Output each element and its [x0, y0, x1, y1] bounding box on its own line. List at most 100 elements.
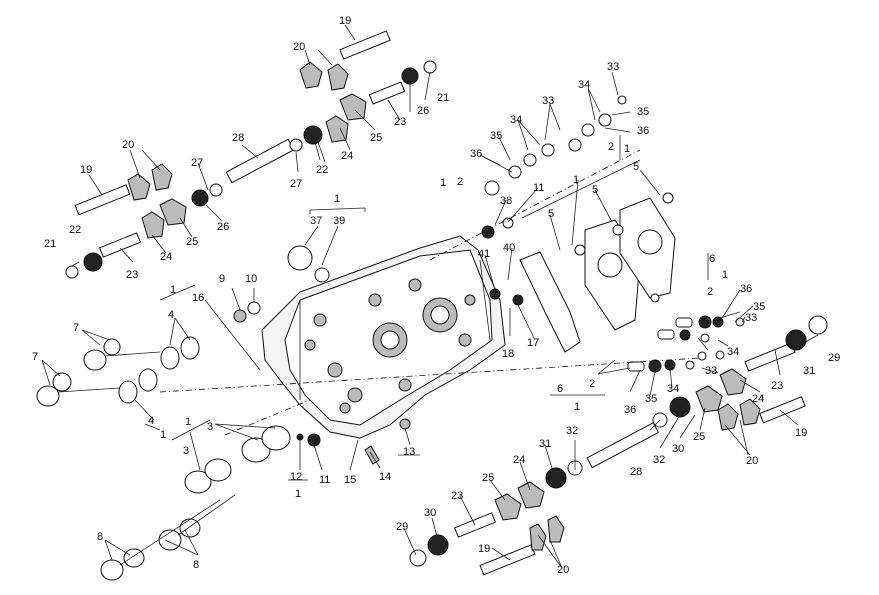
label-36: 36	[637, 125, 649, 137]
label-7: 7	[73, 322, 79, 334]
label-20: 20	[122, 139, 134, 151]
label-41: 41	[478, 248, 490, 260]
label-2: 2	[707, 286, 713, 298]
label-20: 20	[293, 41, 305, 53]
label-24: 24	[752, 393, 764, 405]
label-23: 23	[394, 116, 406, 128]
centerline-c	[429, 149, 641, 261]
leader-lines	[41, 24, 819, 569]
upper-rocker-assembly	[65, 30, 437, 279]
label-1: 1	[160, 429, 166, 441]
label-21: 21	[437, 92, 449, 104]
label-1: 1	[574, 401, 580, 413]
label-6: 6	[709, 253, 715, 265]
label-1: 1	[334, 193, 340, 205]
label-19: 19	[795, 427, 807, 439]
label-19: 19	[339, 15, 351, 27]
label-11: 11	[533, 182, 544, 194]
label-2: 2	[457, 176, 463, 188]
label-23: 23	[771, 380, 783, 392]
label-7: 7	[32, 351, 38, 363]
label-37: 37	[310, 215, 322, 227]
label-6: 6	[557, 383, 563, 395]
label-32: 32	[653, 454, 665, 466]
label-31: 31	[539, 438, 551, 450]
label-34: 34	[667, 383, 679, 395]
label-23: 23	[451, 490, 463, 502]
label-13: 13	[403, 446, 415, 458]
label-21: 21	[44, 238, 56, 250]
label-20: 20	[746, 455, 758, 467]
label-34: 34	[578, 79, 590, 91]
label-34: 34	[510, 114, 522, 126]
label-29: 29	[396, 521, 408, 533]
label-1: 1	[624, 143, 630, 155]
label-2: 2	[608, 141, 614, 153]
label-19: 19	[478, 543, 490, 555]
label-30: 30	[424, 507, 436, 519]
label-1: 1	[573, 174, 579, 186]
label-15: 15	[344, 474, 356, 486]
label-35: 35	[490, 130, 502, 142]
label-11: 11	[319, 474, 330, 486]
label-28: 28	[630, 466, 642, 478]
label-4: 4	[148, 415, 154, 427]
label-24: 24	[341, 150, 353, 162]
label-1: 1	[722, 269, 728, 281]
label-19: 19	[80, 164, 92, 176]
label-25: 25	[370, 132, 382, 144]
part-labels: 19 20 21 26 23 25 24 22 27 28 20 19 27 2…	[32, 15, 840, 576]
label-25: 25	[482, 472, 494, 484]
label-2: 2	[589, 378, 595, 390]
label-35: 35	[645, 393, 657, 405]
label-24: 24	[160, 251, 172, 263]
label-40: 40	[503, 242, 515, 254]
label-5: 5	[592, 184, 598, 196]
label-29: 29	[828, 352, 840, 364]
label-26: 26	[417, 105, 429, 117]
label-33: 33	[745, 312, 757, 324]
label-22: 22	[69, 224, 81, 236]
label-1: 1	[440, 177, 446, 189]
label-35: 35	[753, 301, 765, 313]
label-39: 39	[333, 215, 345, 227]
label-17: 17	[527, 337, 539, 349]
lower-rocker-assembly	[409, 315, 828, 576]
label-12: 12	[290, 471, 302, 483]
label-20: 20	[557, 564, 569, 576]
label-16: 16	[192, 292, 204, 304]
label-8: 8	[193, 559, 199, 571]
label-28: 28	[232, 132, 244, 144]
label-25: 25	[693, 431, 705, 443]
label-1: 1	[295, 488, 301, 500]
label-5: 5	[548, 208, 554, 220]
label-36: 36	[470, 148, 482, 160]
label-8: 8	[97, 531, 103, 543]
label-27: 27	[290, 178, 302, 190]
centerline-b	[224, 399, 311, 436]
label-22: 22	[316, 164, 328, 176]
label-1: 1	[185, 416, 191, 428]
label-1: 1	[170, 284, 176, 296]
label-34: 34	[727, 346, 739, 358]
label-24: 24	[513, 454, 525, 466]
label-33: 33	[607, 61, 619, 73]
label-3: 3	[207, 421, 213, 433]
label-10: 10	[245, 273, 257, 285]
label-25: 25	[186, 236, 198, 248]
label-33: 33	[705, 365, 717, 377]
label-38: 38	[500, 195, 512, 207]
label-23: 23	[126, 269, 138, 281]
label-30: 30	[672, 443, 684, 455]
label-27: 27	[191, 157, 203, 169]
label-26: 26	[217, 221, 229, 233]
label-5: 5	[633, 161, 639, 173]
label-9: 9	[219, 273, 225, 285]
label-32: 32	[566, 425, 578, 437]
brackets	[144, 135, 709, 481]
right-upper-assembly	[481, 95, 745, 373]
label-4: 4	[168, 309, 174, 321]
cylinder-head	[261, 235, 506, 439]
